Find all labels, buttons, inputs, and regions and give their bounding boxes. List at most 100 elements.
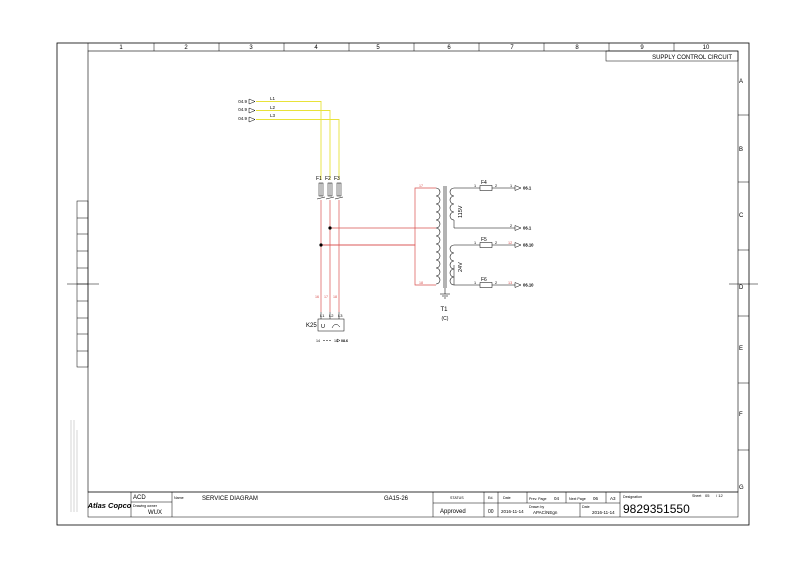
line-label: L3 bbox=[270, 113, 276, 118]
fuse-pin: 2 bbox=[495, 184, 497, 188]
sheet-label: Sheet bbox=[692, 494, 701, 498]
input-ref: 04.9 bbox=[238, 116, 247, 121]
date2: 2016-11-14 bbox=[592, 510, 615, 515]
wire-number: 17 bbox=[324, 295, 328, 299]
status: Approved bbox=[440, 509, 466, 515]
transformer-secondary-coil-icon bbox=[449, 187, 455, 286]
prev-page-label: Prev. Page bbox=[529, 497, 547, 501]
junction-dots bbox=[319, 226, 332, 247]
transformer-label: T1 bbox=[440, 307, 448, 313]
drawn-by: APAC\NEgn bbox=[533, 510, 558, 515]
row-letter: E bbox=[739, 346, 743, 352]
company: ACD bbox=[133, 495, 146, 501]
row-letter: F bbox=[739, 412, 743, 418]
wire-number: 16 bbox=[315, 295, 319, 299]
fuse-pin: 1 bbox=[474, 184, 476, 188]
k25-terminal: L2 bbox=[329, 313, 334, 318]
fuse-pin: 2 bbox=[495, 241, 497, 245]
input-ref: 04.9 bbox=[238, 99, 247, 104]
fuse-label: F4 bbox=[481, 180, 487, 186]
line-label: L2 bbox=[270, 105, 276, 110]
edition-label: Ed. bbox=[488, 496, 493, 500]
copyright-notice bbox=[70, 420, 78, 512]
row-letter: C bbox=[739, 213, 744, 219]
designation-label: Designation bbox=[623, 495, 642, 499]
wire-number: 18 bbox=[419, 281, 423, 285]
k25-aux: 14 bbox=[334, 339, 338, 343]
column-number: 4 bbox=[314, 45, 318, 51]
k25-u-symbol: U bbox=[321, 324, 325, 330]
row-letter: D bbox=[739, 285, 744, 291]
row-letter: G bbox=[739, 485, 744, 491]
row-dividers bbox=[738, 114, 749, 451]
secondary-wires bbox=[453, 187, 515, 286]
column-number: 3 bbox=[249, 45, 253, 51]
output-ref: 06.10 bbox=[523, 283, 534, 288]
inner-frame bbox=[87, 50, 739, 493]
sheet-border bbox=[56, 42, 750, 526]
date-label: Date bbox=[503, 496, 511, 500]
fuse-label: F3 bbox=[334, 176, 340, 182]
line-label: L1 bbox=[270, 96, 276, 101]
model: GA15-26 bbox=[384, 496, 409, 502]
fuse-label: F5 bbox=[481, 237, 487, 243]
fuse-pin: 12 bbox=[508, 241, 512, 245]
output-ref: 08.10 bbox=[523, 243, 534, 248]
prev-page: 04 bbox=[554, 496, 560, 501]
column-dividers bbox=[87, 43, 675, 51]
fuse-pin: 13 bbox=[508, 281, 512, 285]
sheet-number: 05 bbox=[705, 493, 710, 498]
fuse-label: F2 bbox=[325, 176, 331, 182]
k25-terminal-lines bbox=[320, 312, 340, 319]
next-page: 06 bbox=[593, 496, 599, 501]
status-label: STATUS bbox=[450, 496, 464, 500]
drawing-name: SERVICE DIAGRAM bbox=[202, 496, 258, 502]
edition: 00 bbox=[488, 509, 494, 515]
row-letter: A bbox=[739, 79, 743, 85]
k25-aux-arrow-icon bbox=[336, 338, 341, 343]
input-ref: 04.9 bbox=[238, 107, 247, 112]
date: 2016-11-14 bbox=[501, 509, 524, 514]
secondary-fuse-icons bbox=[479, 185, 493, 288]
ground-symbol-icon bbox=[440, 288, 450, 299]
k25-label: K25 bbox=[306, 323, 317, 329]
input-arrow-icons bbox=[248, 98, 256, 123]
k25-terminal: L1 bbox=[320, 313, 325, 318]
fuse-label: F1 bbox=[316, 176, 322, 182]
drawing-owner-label: Drawing owner bbox=[133, 504, 158, 508]
supply-wires bbox=[256, 101, 340, 180]
fuse-pin: 2 bbox=[495, 281, 497, 285]
output-arrow-icons bbox=[514, 185, 522, 288]
fuse-label: F6 bbox=[481, 277, 487, 283]
control-wires bbox=[320, 187, 436, 312]
column-number: 2 bbox=[184, 45, 188, 51]
name-label: Name bbox=[174, 496, 184, 500]
column-number: 9 bbox=[640, 45, 644, 51]
transformer-voltage: 24V bbox=[458, 262, 464, 272]
transformer-core bbox=[443, 186, 447, 288]
k25-aux-ref: 08.6 bbox=[341, 339, 348, 343]
drawing-owner: WUX bbox=[148, 510, 162, 516]
main-fuse-icons bbox=[318, 182, 342, 197]
designation: 9829351550 bbox=[623, 502, 690, 516]
k25-terminal: L3 bbox=[338, 313, 343, 318]
sheet-title-box bbox=[605, 50, 739, 62]
k25-box bbox=[317, 318, 345, 332]
column-number: 8 bbox=[575, 45, 579, 51]
date2-label: Date bbox=[582, 505, 590, 509]
fuse-pin: 1 bbox=[474, 281, 476, 285]
fuse-pin: 1 bbox=[474, 241, 476, 245]
transformer-primary-coil-icon bbox=[435, 187, 441, 285]
row-letter: B bbox=[739, 147, 743, 153]
column-number: 5 bbox=[376, 45, 380, 51]
sheet-title: SUPPLY CONTROL CIRCUIT bbox=[652, 55, 732, 61]
wire-number: 17 bbox=[419, 184, 423, 188]
title-block bbox=[87, 491, 739, 518]
logo-box bbox=[90, 495, 129, 514]
next-page-label: Next Page bbox=[569, 497, 586, 501]
fuse-switch-marks bbox=[316, 196, 344, 200]
sheet-total: / 12 bbox=[716, 493, 723, 498]
paper-size: A3 bbox=[610, 496, 616, 501]
wire-number: 18 bbox=[333, 295, 337, 299]
